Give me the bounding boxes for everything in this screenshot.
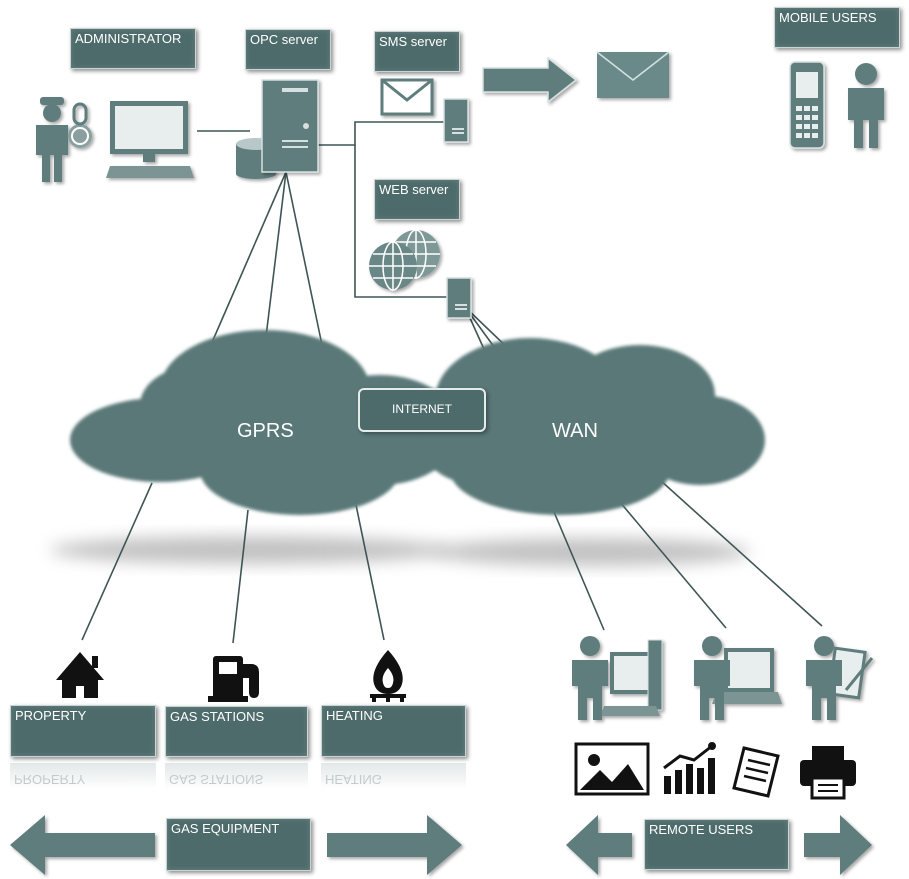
sms-server-box-icon [443,98,469,143]
web-server-label: WEB server [374,179,460,220]
printer-icon [800,746,856,800]
wan-cloud [420,338,765,515]
mail-icon [596,51,670,98]
gprs-cloud [70,330,460,515]
wan-label: WAN [552,420,598,442]
internet-label: INTERNET [358,388,486,432]
administrator-label: ADMINISTRATOR [70,28,196,69]
house-icon [56,652,104,698]
image-icon [574,742,650,796]
arrow-left-icon [566,815,632,875]
admin-user-lock-icon [36,97,92,182]
document-icon [732,746,780,798]
remote-users-label: REMOTE USERS [644,819,789,870]
arrow-right-icon [804,815,872,875]
mobile-users-label: MOBILE USERS [774,7,900,48]
user-icon [848,63,884,148]
arrow-right-icon [327,815,462,875]
cloud-shadows [50,536,750,566]
heating-reflection: HEATING [321,763,466,789]
server-tower-icon [261,79,319,173]
arrow-right-icon [482,56,578,104]
monitor-icon [106,101,194,178]
user-clipboard-icon [806,636,874,720]
gprs-label: GPRS [237,420,294,442]
flame-icon [370,650,406,702]
heating-label: HEATING [321,705,466,757]
user-laptop-icon [694,636,782,720]
mobile-phone-icon [789,61,825,149]
property-label: PROPERTY [10,705,156,757]
web-server-box-icon [446,277,472,319]
arrow-left-icon [10,815,155,875]
gas-stations-label: GAS STATIONS [165,706,308,757]
gas-stations-reflection: GAS STATIONS [165,763,308,789]
sms-server-label: SMS server [374,31,460,72]
gas-equipment-label: GAS EQUIPMENT [166,818,311,871]
bar-chart-icon [663,742,716,794]
envelope-icon [380,78,434,116]
opc-server-label: OPC server [245,29,331,70]
globe-icon [369,229,440,291]
user-workstation-icon [572,636,663,720]
property-reflection: PROPERTY [10,763,156,789]
fuel-pump-icon [208,656,259,702]
